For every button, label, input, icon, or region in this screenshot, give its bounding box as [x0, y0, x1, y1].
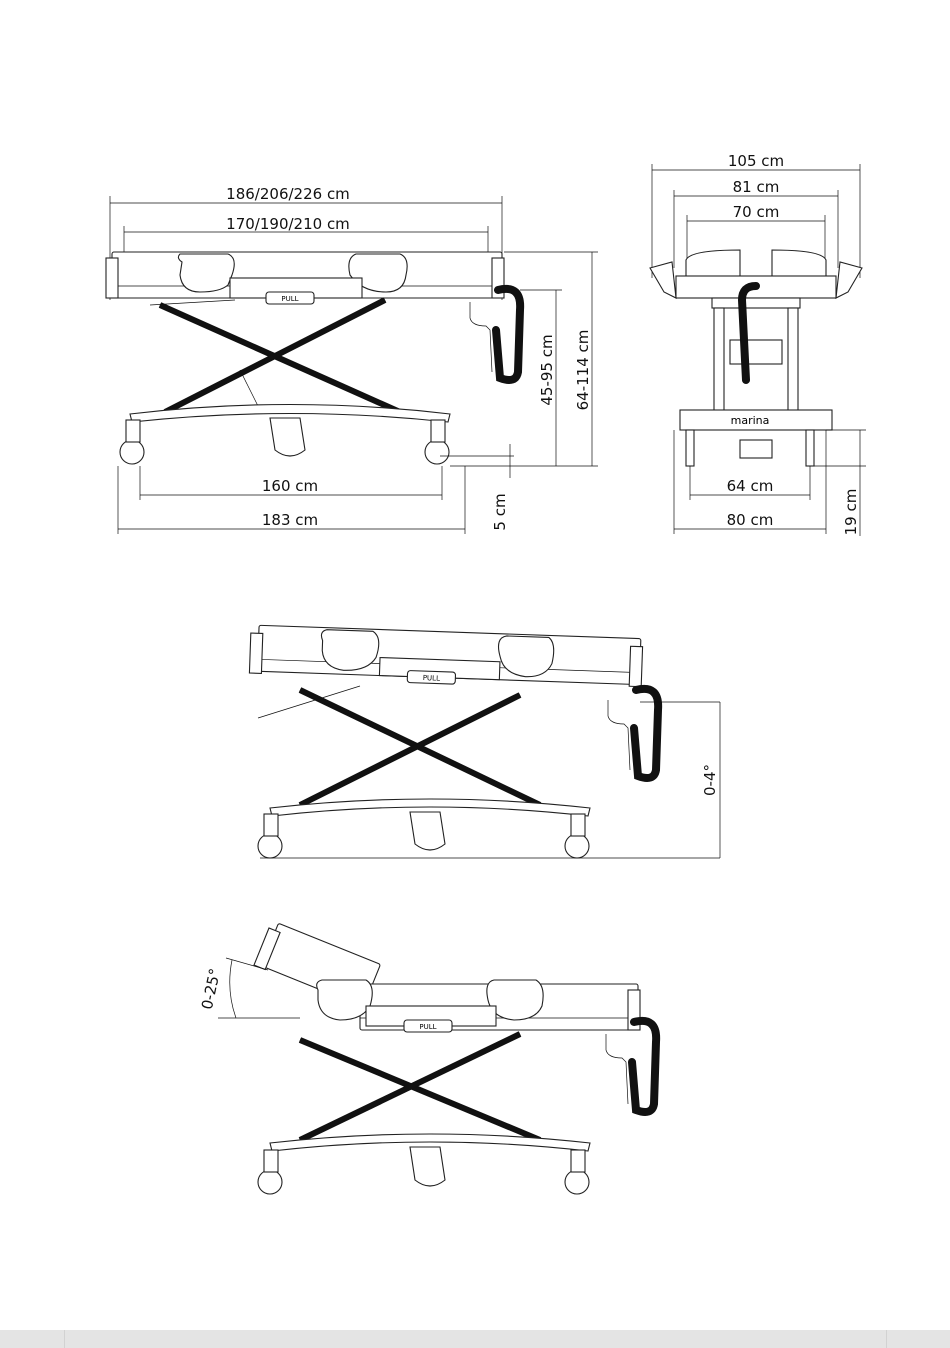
caster-wheel — [565, 1170, 589, 1194]
caster-wheel — [120, 440, 144, 464]
end-view: 105 cm 81 cm 70 cm marina 64 cm — [650, 152, 866, 536]
footer-divider — [64, 1330, 65, 1348]
footer-bar — [0, 1330, 950, 1348]
overall-width-label: 105 cm — [728, 152, 784, 170]
width-mid-label: 81 cm — [733, 178, 780, 196]
caster-wheel — [425, 440, 449, 464]
brand-label: marina — [731, 414, 770, 427]
caster-wheel — [258, 834, 282, 858]
base-length-label: 183 cm — [262, 511, 318, 529]
tilt-angle-label: 0-4° — [701, 764, 719, 796]
pull-label: PULL — [423, 674, 441, 683]
overall-length-label: 186/206/226 cm — [226, 185, 350, 203]
total-height-label: 64-114 cm — [574, 330, 592, 411]
height-range-label: 45-95 cm — [538, 334, 556, 405]
backrest-view: PULL 0-25° — [198, 921, 656, 1194]
bed-length-label: 170/190/210 cm — [226, 215, 350, 233]
ground-clearance-label: 5 cm — [491, 493, 509, 530]
side-rail-handle — [178, 254, 234, 292]
caster-wheel — [258, 1170, 282, 1194]
backrest-angle-label: 0-25° — [198, 967, 224, 1011]
wheel-track-label: 64 cm — [727, 477, 774, 495]
base-height-label: 19 cm — [842, 489, 860, 536]
side-rail-folded — [836, 262, 862, 298]
width-inner-label: 70 cm — [733, 203, 780, 221]
wheelbase-label: 160 cm — [262, 477, 318, 495]
base-width-label: 80 cm — [727, 511, 774, 529]
side-rail-folded — [650, 262, 676, 298]
footer-divider — [886, 1330, 887, 1348]
pull-label: PULL — [419, 1023, 436, 1031]
pull-label: PULL — [281, 295, 298, 303]
tilt-view: PULL 0-4° — [249, 625, 720, 858]
side-view: 186/206/226 cm 170/190/210 cm PULL — [106, 185, 598, 534]
caster-wheel — [565, 834, 589, 858]
